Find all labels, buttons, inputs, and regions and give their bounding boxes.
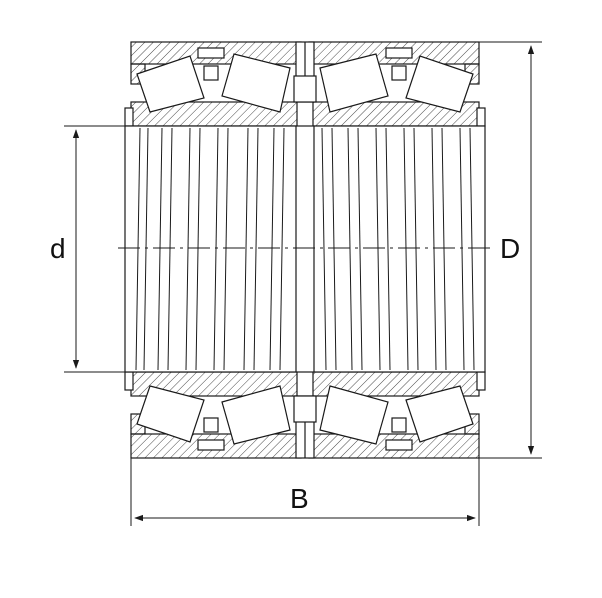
roller-outline-line: [253, 127, 259, 371]
inner-ring: [476, 107, 486, 127]
bore-surface: [124, 125, 486, 373]
roller-outline-line: [157, 127, 163, 371]
outer-label: D: [500, 233, 520, 264]
roller-outline-line: [269, 127, 275, 371]
dimension-D: [479, 41, 542, 459]
inner-ring: [124, 371, 134, 391]
roller-outline-line: [413, 127, 419, 371]
roller-outline-line: [431, 127, 437, 371]
cage: [203, 417, 219, 433]
cage: [385, 439, 413, 451]
roller-outline-line: [195, 127, 201, 371]
tapered-roller: [319, 53, 389, 113]
inner-ring: [124, 107, 134, 127]
cage: [197, 47, 225, 59]
dimension-B: [130, 458, 480, 526]
roller-outline-line: [143, 127, 149, 371]
roller-outline-line: [321, 127, 327, 371]
roller-outline-line: [279, 127, 285, 371]
roller-outline-line: [385, 127, 391, 371]
roller-outline-line: [441, 127, 447, 371]
roller-outline-line: [331, 127, 337, 371]
tapered-roller: [319, 385, 389, 445]
bore-label: d: [50, 233, 66, 264]
cage: [391, 417, 407, 433]
roller-outline-line: [223, 127, 229, 371]
tapered-roller: [136, 385, 205, 443]
roller-outline-line: [347, 127, 353, 371]
roller-outline-line: [375, 127, 381, 371]
cage: [203, 65, 219, 81]
roller-outline-line: [403, 127, 409, 371]
roller-outline-line: [167, 127, 173, 371]
tapered-roller: [405, 385, 474, 443]
lower-half: [124, 371, 486, 459]
cage: [293, 75, 317, 103]
roller-outline-line: [459, 127, 465, 371]
roller-outline-line: [185, 127, 191, 371]
tapered-roller: [405, 55, 474, 113]
roller-outline-line: [135, 127, 141, 371]
roller-outline-line: [469, 127, 475, 371]
cage: [385, 47, 413, 59]
upper-half: [124, 41, 486, 127]
tapered-roller: [221, 385, 291, 445]
cage: [391, 65, 407, 81]
tapered-roller: [221, 53, 291, 113]
roller-outline-line: [213, 127, 219, 371]
roller-outline-line: [243, 127, 249, 371]
width-label: B: [290, 483, 309, 514]
dimension-d: [64, 125, 131, 373]
inner-ring: [476, 371, 486, 391]
cage: [197, 439, 225, 451]
cage: [293, 395, 317, 423]
roller-outline-line: [357, 127, 363, 371]
tapered-roller: [136, 55, 205, 113]
